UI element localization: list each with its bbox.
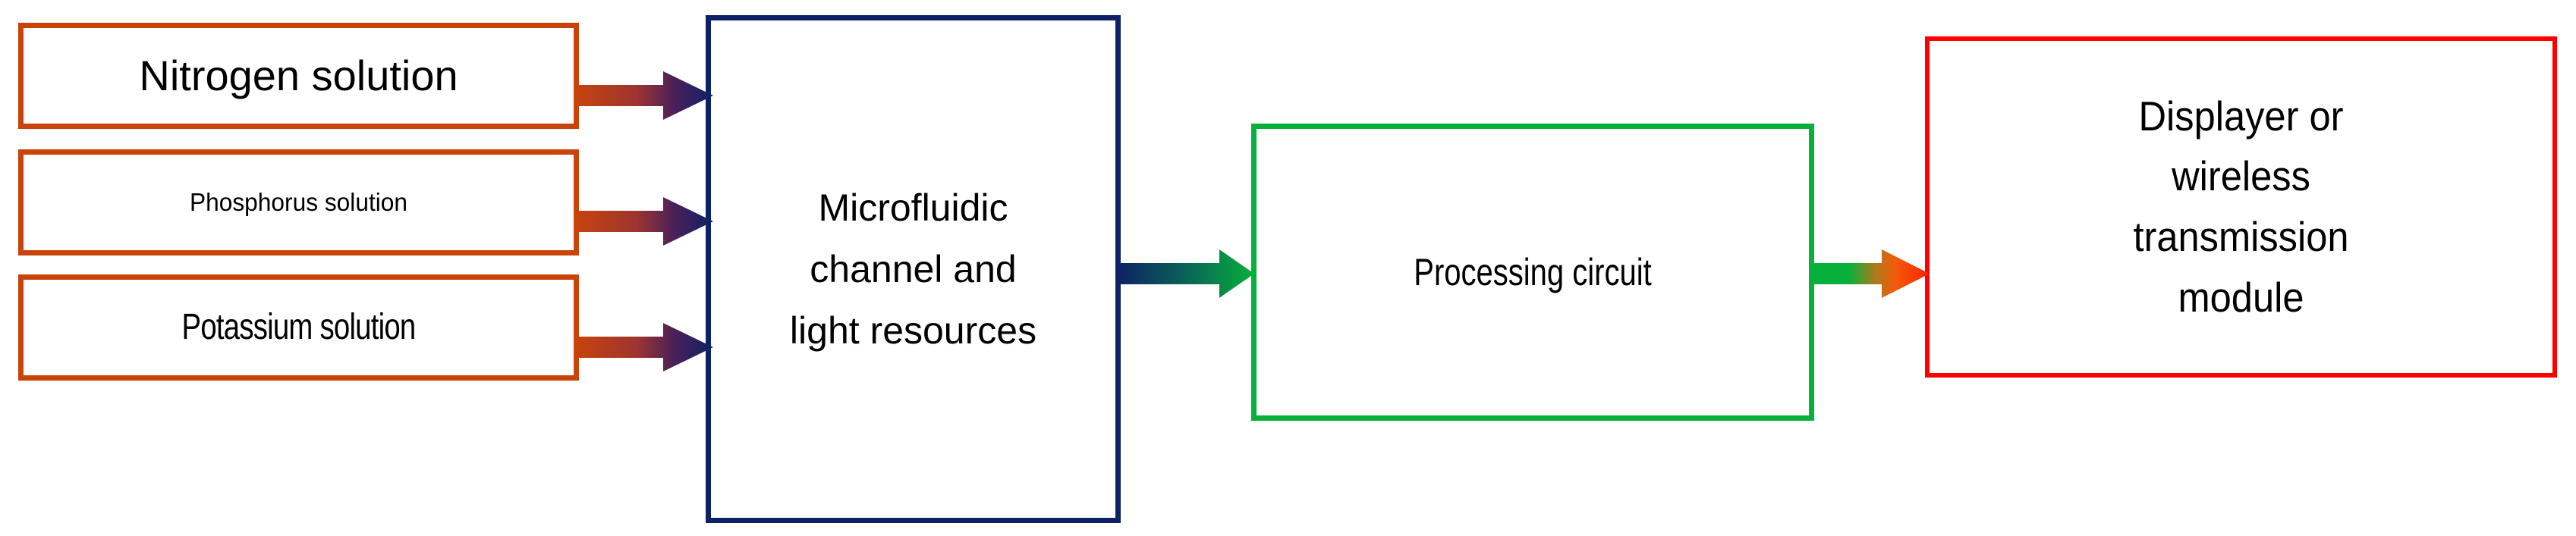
arrow-microfluidic-to-processing-icon [1116,248,1254,299]
arrow-potassium-to-microfluidic-icon [574,321,713,373]
node-potassium-solution[interactable]: Potassium solution [18,274,579,381]
node-processing-circuit-label: Processing circuit [1414,250,1652,293]
node-nitrogen-solution-label: Nitrogen solution [139,51,458,99]
node-displayer-wireless-module[interactable]: Displayer or wireless transmission modul… [1925,36,2557,378]
node-phosphorus-solution[interactable]: Phosphorus solution [18,149,579,255]
node-displayer-wireless-module-label: Displayer or wireless transmission modul… [2133,92,2349,321]
node-phosphorus-solution-label: Phosphorus solution [189,187,408,216]
arrow-nitrogen-to-microfluidic-icon [574,70,713,121]
arrow-processing-to-display-icon [1810,248,1930,299]
node-potassium-solution-label: Potassium solution [181,306,417,347]
arrow-phosphorus-to-microfluidic-icon [574,196,713,247]
node-microfluidic-channel-label: Microfluidic channel and light resources [789,186,1037,352]
node-microfluidic-channel[interactable]: Microfluidic channel and light resources [706,15,1121,523]
node-nitrogen-solution[interactable]: Nitrogen solution [18,23,579,129]
node-processing-circuit[interactable]: Processing circuit [1251,124,1814,421]
